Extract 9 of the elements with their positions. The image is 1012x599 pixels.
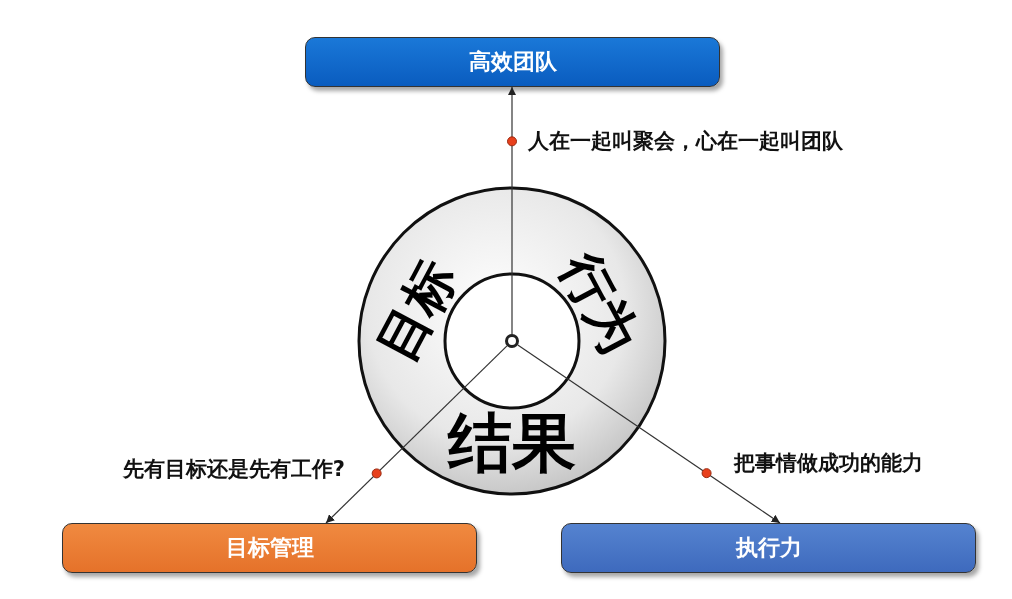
title-box: 高效团队 [305,37,720,87]
arrow [517,344,781,524]
ring-word: 目标 [369,252,465,370]
title-box: 执行力 [561,523,976,573]
ring-word: 行为 [552,244,648,362]
ring-word: 结果 [448,411,576,475]
arrow [507,86,517,335]
arrow [325,345,508,524]
title-box: 目标管理 [62,523,477,573]
